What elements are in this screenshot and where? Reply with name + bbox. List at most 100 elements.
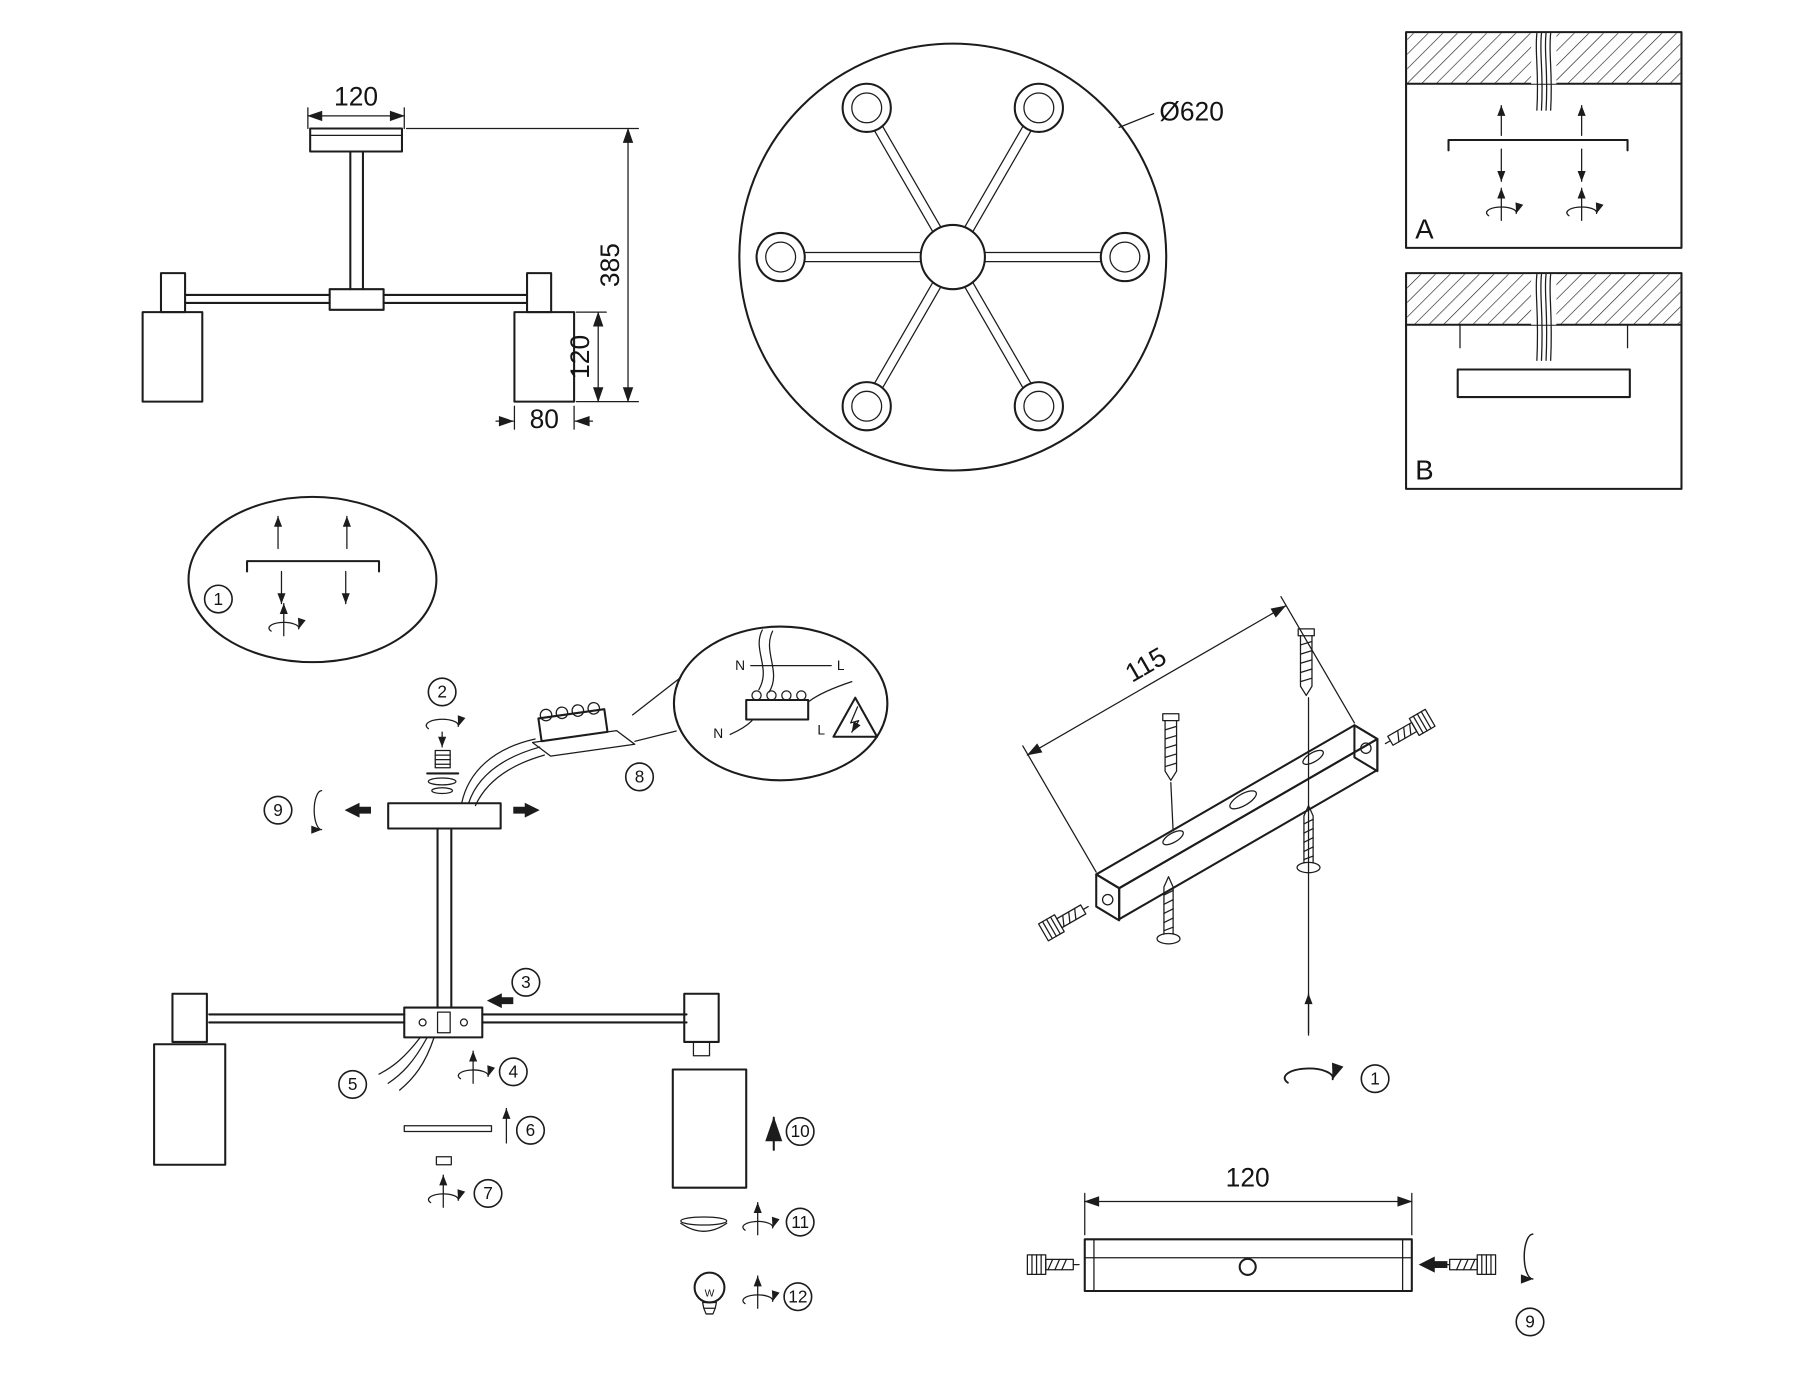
dim-shade-width-label: 80	[530, 404, 559, 434]
arm-top-left	[841, 82, 942, 233]
hub-wires	[378, 1036, 435, 1091]
bracket-bar-front	[1083, 1238, 1413, 1293]
arm-bottom-right	[964, 281, 1064, 432]
rotate-icon-step12	[743, 1276, 773, 1308]
rotate-icon-step9	[314, 791, 321, 830]
right-shade-exploded	[671, 1068, 748, 1189]
panel-a-label: A	[1415, 214, 1434, 245]
terminal-block	[531, 701, 636, 757]
diffuser-icon	[680, 1216, 728, 1232]
dim-diameter: Ø620	[1118, 96, 1224, 129]
svg-text:1: 1	[1370, 1068, 1380, 1088]
svg-text:12: 12	[788, 1286, 807, 1306]
wire-live-block-label: L	[817, 722, 825, 737]
step-10-marker: 10	[785, 1116, 815, 1147]
side-view: 120 385 120 80	[141, 82, 639, 434]
dim-diameter-label: Ø620	[1159, 96, 1224, 126]
side-screw-arrow-right	[513, 802, 540, 818]
wall-plug-1	[1162, 713, 1180, 781]
svg-text:9: 9	[1525, 1312, 1535, 1332]
canopy-exploded	[387, 802, 502, 830]
dim-total-height: 385	[405, 127, 639, 403]
dim-shade-height-label: 120	[565, 335, 595, 379]
arms-side	[184, 293, 529, 304]
fixture-outline-circle	[738, 42, 1168, 472]
bracket-3d-view: 115 1	[1022, 596, 1436, 1094]
dim-hole-spacing: 115	[1022, 596, 1356, 873]
mounting-panel-a: A	[1405, 31, 1683, 249]
dim-hole-spacing-label: 115	[1120, 641, 1171, 688]
step-12-marker: 12	[783, 1282, 813, 1312]
step-4-marker: 4	[498, 1057, 528, 1087]
arm-right	[984, 231, 1151, 283]
rotate-icon-step2	[426, 719, 458, 728]
step-6-marker: 6	[515, 1115, 546, 1145]
side-screw-left-3d	[1037, 897, 1094, 942]
rotate-icon-step11	[743, 1203, 773, 1235]
wiring-detail-zoom: N L N L	[631, 625, 889, 782]
cable-b	[1535, 273, 1552, 361]
canopy-wires	[461, 738, 545, 807]
dim-canopy-width-label: 120	[334, 82, 378, 112]
arm-bottom-left	[841, 281, 942, 432]
rotate-icon-step7	[428, 1175, 458, 1207]
panel-b-label: B	[1415, 455, 1433, 486]
screw-in-arrow	[1418, 1256, 1448, 1273]
bracket-front-view: 120 9	[1026, 1163, 1545, 1337]
side-screw-left-front	[1026, 1254, 1080, 1275]
dim-shade-width: 80	[495, 404, 594, 434]
bracket-mount-detail: 1	[187, 495, 438, 664]
step-9-marker: 9	[263, 795, 293, 825]
dim-bracket-width-label: 120	[1226, 1163, 1270, 1193]
svg-text:9: 9	[273, 800, 283, 820]
mounting-panel-b: B	[1405, 272, 1683, 490]
right-socket-exploded	[683, 992, 720, 1043]
svg-text:1: 1	[214, 589, 224, 609]
wall-plug-2	[1297, 628, 1315, 697]
side-screw-right-3d	[1379, 708, 1436, 753]
rotate-icon-bracket	[1285, 1069, 1333, 1083]
step-9-marker-front: 9	[1515, 1307, 1545, 1337]
dowel-spin-icon-a1	[1487, 188, 1517, 220]
left-shade-side	[141, 311, 204, 403]
bulb-watt-mark: W	[705, 1289, 715, 1300]
washers	[426, 772, 460, 795]
threaded-nipple	[434, 749, 451, 769]
terminal-block-zoom	[745, 698, 810, 721]
step-2-marker: 2	[427, 677, 457, 707]
dowel-spin-icon-1	[269, 604, 299, 636]
side-screw-right-front	[1443, 1254, 1497, 1275]
step-5-marker: 5	[338, 1069, 368, 1099]
wire-live-top-label: L	[837, 658, 845, 673]
right-shade-side	[513, 311, 576, 403]
rotate-icon-step4	[458, 1051, 488, 1083]
svg-text:11: 11	[791, 1212, 809, 1232]
wire-neutral-top-label: N	[735, 658, 745, 673]
mounting-bracket-a	[1447, 138, 1629, 152]
mounting-bracket-detail	[246, 560, 381, 573]
arms-exploded	[208, 1013, 688, 1024]
svg-text:2: 2	[437, 682, 447, 702]
dim-total-height-label: 385	[595, 243, 625, 287]
left-shade-exploded	[153, 1043, 227, 1166]
arm-left	[755, 231, 922, 283]
right-socket-side	[526, 272, 553, 314]
hub-side	[328, 288, 385, 311]
svg-text:4: 4	[508, 1062, 518, 1082]
bulb-icon: W	[693, 1271, 726, 1315]
rotate-icon-front	[1524, 1234, 1533, 1279]
exploded-view: 2 9 8 N	[153, 625, 889, 1315]
bracket-body-3d	[1095, 724, 1379, 922]
dim-bracket-width: 120	[1084, 1163, 1413, 1236]
svg-text:8: 8	[635, 767, 645, 787]
electric-warning-icon	[832, 696, 879, 738]
bracket-center-hole	[1238, 1257, 1257, 1276]
right-socket-tab	[692, 1041, 711, 1057]
svg-text:10: 10	[791, 1121, 810, 1141]
step-7-marker: 7	[473, 1178, 503, 1209]
lock-rod	[403, 1125, 493, 1133]
svg-text:3: 3	[521, 972, 531, 992]
svg-text:6: 6	[526, 1120, 536, 1140]
